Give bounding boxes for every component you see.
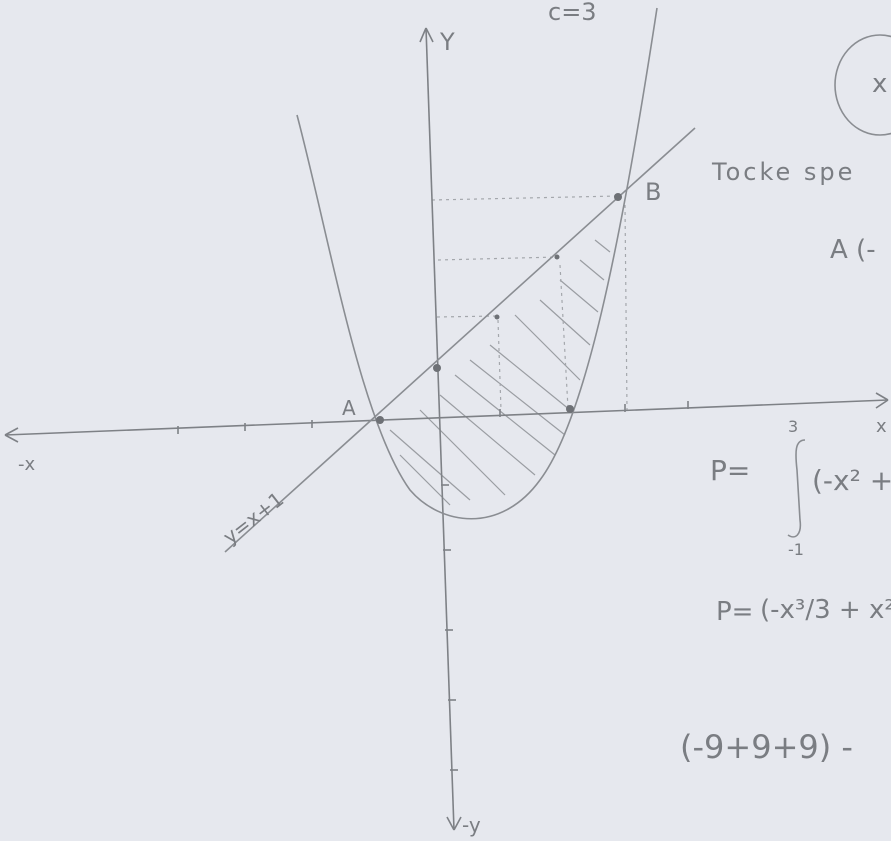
x-axis-label: x <box>876 416 887 437</box>
circled-text: x <box>872 69 887 99</box>
integral-upper-bound: 3 <box>788 417 798 436</box>
point-b-dot <box>614 193 622 201</box>
point-root-dot <box>566 405 574 413</box>
point-small-dot <box>494 314 500 320</box>
c-label: c=3 <box>548 0 597 26</box>
antideriv-expr: (-x³/3 + x² <box>760 595 891 625</box>
point-mid-dot <box>554 254 560 260</box>
point-intercept-dot <box>433 364 441 372</box>
point-a-dot <box>376 416 384 424</box>
y-axis <box>419 27 462 831</box>
a-coord-text: A (- <box>830 235 876 265</box>
antideriv-p-label: P= <box>716 597 753 627</box>
point-a-label: A <box>342 396 356 420</box>
integral-sign <box>787 439 806 538</box>
x-axis <box>4 392 889 443</box>
neg-y-axis-label: -y <box>462 813 481 837</box>
integrand-text: (-x² + <box>812 464 891 497</box>
circled-note <box>834 34 891 136</box>
y-axis-label: Y <box>439 28 455 56</box>
integral-lower-bound: -1 <box>788 540 804 559</box>
tocke-text: Tocke spe <box>711 158 855 186</box>
parabola-curve <box>296 7 658 520</box>
neg-x-axis-label: -x <box>18 454 35 475</box>
final-expr: (-9+9+9) - <box>680 728 853 766</box>
integral-p-label: P= <box>710 454 750 487</box>
point-b-label: B <box>645 178 661 206</box>
